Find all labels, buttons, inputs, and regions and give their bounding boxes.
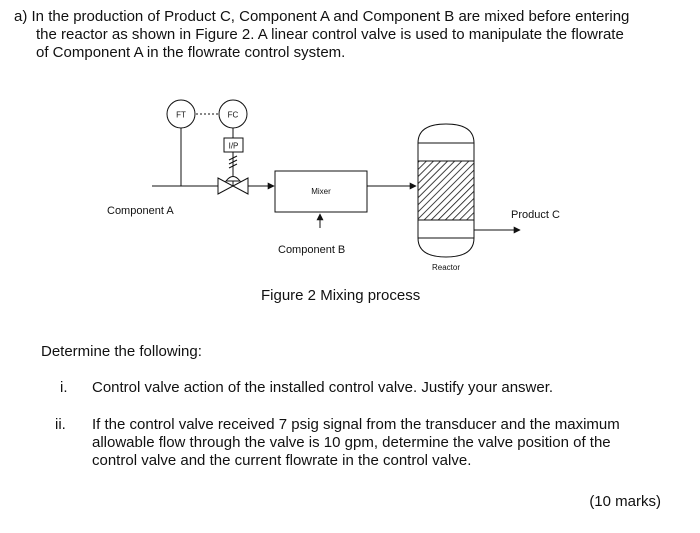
flow-controller: FC [218, 99, 248, 129]
item-line-3: control valve and the current flowrate i… [92, 452, 472, 469]
flow-transmitter: FT [166, 99, 196, 129]
valve-actuator [224, 176, 242, 182]
intro-text-1: In the production of Product C, Componen… [31, 8, 630, 25]
question-item-i: i. Control valve action of the installed… [60, 379, 670, 399]
intro-line-1: a) In the production of Product C, Compo… [14, 8, 674, 26]
reactor: Reactor [417, 123, 475, 272]
intro-line-3: of Component A in the flowrate control s… [36, 44, 346, 61]
mixer: Mixer [274, 170, 368, 213]
item-text: Control valve action of the installed co… [92, 379, 554, 396]
reactor-label: Reactor [432, 263, 460, 272]
ip-transducer: I/P [223, 137, 244, 153]
reactor-packed-bed [417, 160, 475, 221]
fc-label: FC [228, 111, 239, 120]
pneumatic-signal-line [228, 152, 238, 178]
item-line-1: If the control valve received 7 psig sig… [92, 416, 620, 433]
item-line-2: allowable flow through the valve is 10 g… [92, 434, 611, 451]
mixer-label: Mixer [311, 187, 331, 196]
item-text: If the control valve received 7 psig sig… [92, 416, 667, 470]
component-b-label: Component B [278, 244, 345, 256]
question-item-ii: ii. If the control valve received 7 psig… [55, 416, 670, 476]
component-a-label: Component A [107, 205, 174, 217]
determine-heading: Determine the following: [41, 343, 202, 360]
question-label: a) [14, 8, 28, 25]
question-intro: a) In the production of Product C, Compo… [14, 8, 674, 62]
ip-label: I/P [229, 142, 239, 151]
item-number: ii. [55, 416, 66, 433]
intro-line-2: the reactor as shown in Figure 2. A line… [36, 26, 624, 43]
product-c-label: Product C [511, 209, 560, 221]
figure-caption: Figure 2 Mixing process [261, 287, 421, 304]
ft-label: FT [176, 111, 186, 120]
marks-label: (10 marks) [589, 493, 661, 510]
item-number: i. [60, 379, 68, 396]
